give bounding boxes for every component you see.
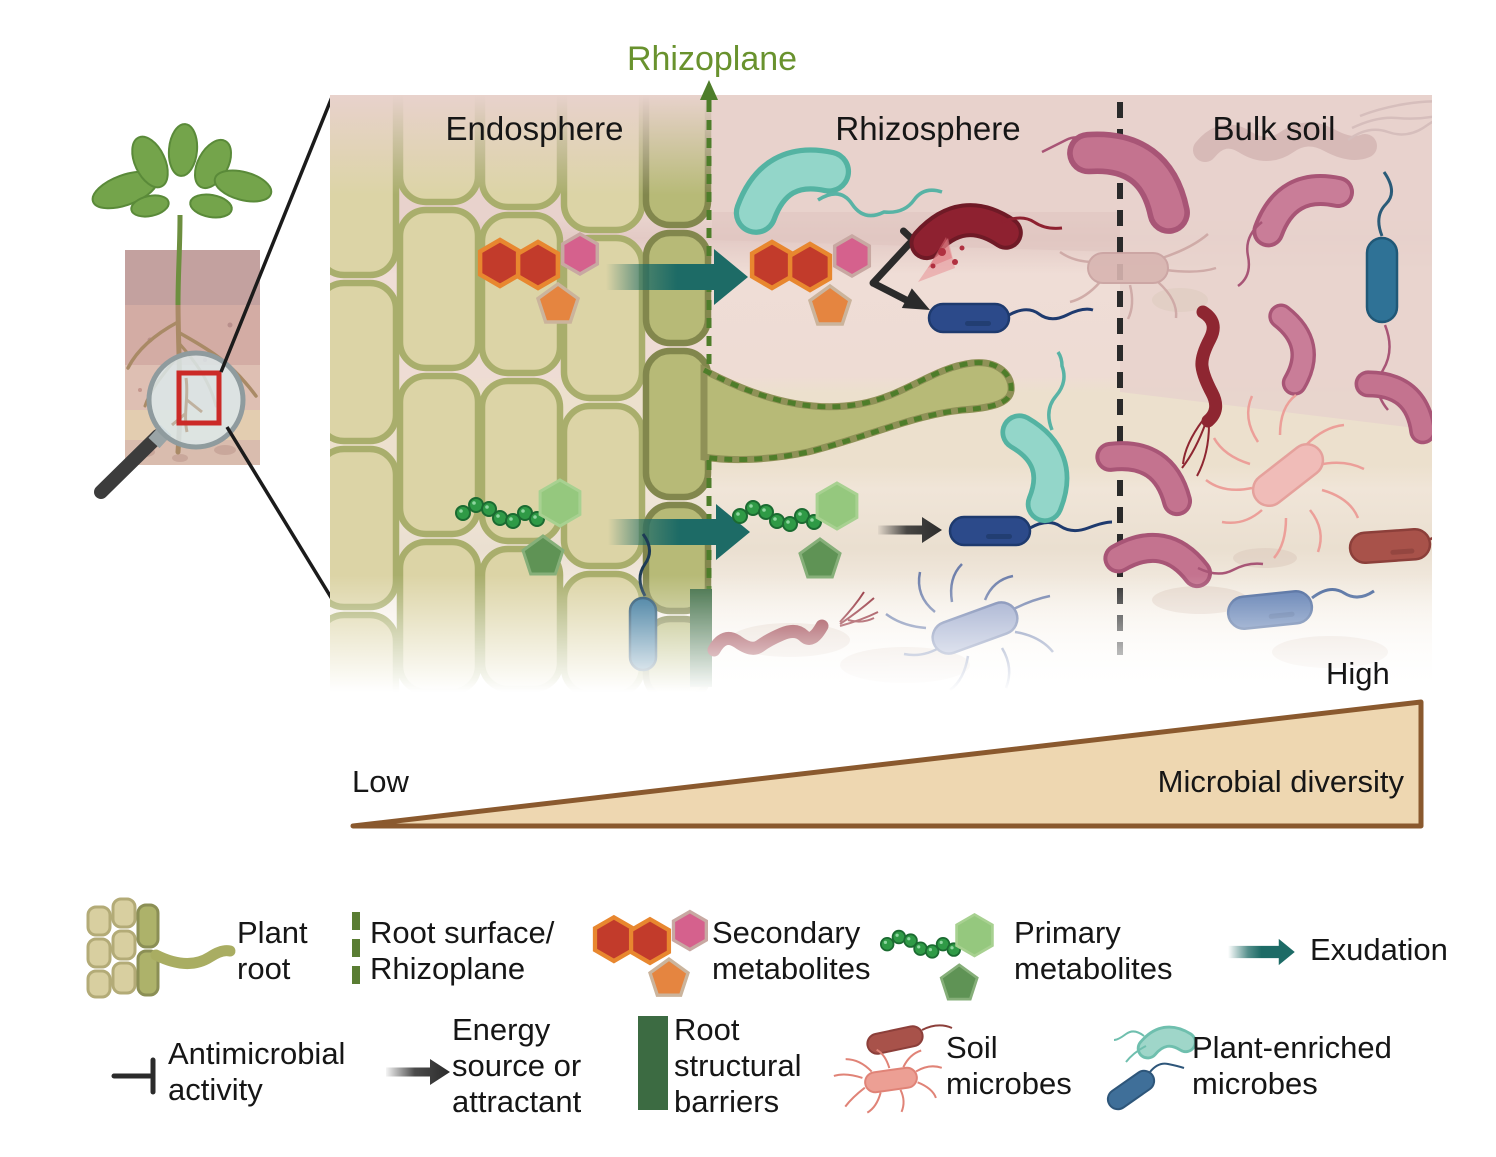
zone-label-rhizosphere: Rhizosphere [835,110,1021,147]
diversity-low-label: Low [352,764,409,799]
legend-primary-metabolites-icon [881,915,993,1000]
plant-icon [91,123,273,306]
plant-enriched-teal-microbe-mid [1019,351,1064,505]
legend-label-soil-microbes: Soil microbes [946,1030,1072,1101]
plant-enriched-teal-microbe-top [747,156,943,215]
antimicrobial-tbar-icon [111,1057,156,1095]
flagellum [1008,307,1094,321]
zone-label-endosphere: Endosphere [445,110,624,147]
legend-label-root-barriers: Root structural barriers [674,1012,802,1119]
plant-enriched-microbes-icon [1106,1031,1186,1111]
energy-arrow-icon [386,1059,450,1085]
legend-label-root-surface: Root surface/ Rhizoplane [370,915,555,986]
faded-flagella [1347,100,1432,142]
callout-lines [219,96,334,600]
zoom-region-box [176,370,222,426]
brown-rod-bulk [1348,528,1432,564]
legend-secondary-metabolites-icon [595,912,706,996]
plant-soil-inset [91,96,334,600]
legend-label-plant-root: Plant root [237,915,308,986]
main-panel [330,95,1432,692]
faded-rod-microbe [1059,233,1217,320]
legend-label-primary-metabolites: Primary metabolites [1014,915,1173,986]
microbial-diversity-gradient-triangle [350,699,1424,829]
flagellated-microbe-bulk [1205,394,1365,559]
legend-label-secondary-metabolites: Secondary metabolites [712,915,871,986]
legend-label-plant-enriched: Plant-enriched microbes [1192,1030,1392,1101]
diversity-high-label: High [1326,656,1390,691]
soil-microbes-icon [833,1024,953,1114]
diversity-axis-label: Microbial diversity [1157,764,1404,799]
legend-label-antimicrobial: Antimicrobial activity [168,1036,346,1107]
plant-root-icon [86,897,236,999]
zone-label-bulk-soil: Bulk soil [1212,110,1336,147]
legend-label-energy-source: Energy source or attractant [452,1012,582,1119]
lysed-soil-microbe [918,216,1063,282]
rhizoplane-pointer [700,80,718,104]
rhizoplane-arrow-label: Rhizoplane [626,40,798,78]
promotion-arrow [871,279,935,320]
root-hair [700,359,1015,464]
legend-exudation-arrow-icon [1228,938,1295,966]
legend-label-exudation: Exudation [1310,932,1448,967]
spirillum-bulk [1181,305,1223,477]
magnifier-icon [94,350,246,499]
root-structural-barrier-icon [638,1016,668,1110]
plant-enriched-rod-top [927,302,1011,334]
plant-enriched-rod-bottom [948,515,1032,547]
